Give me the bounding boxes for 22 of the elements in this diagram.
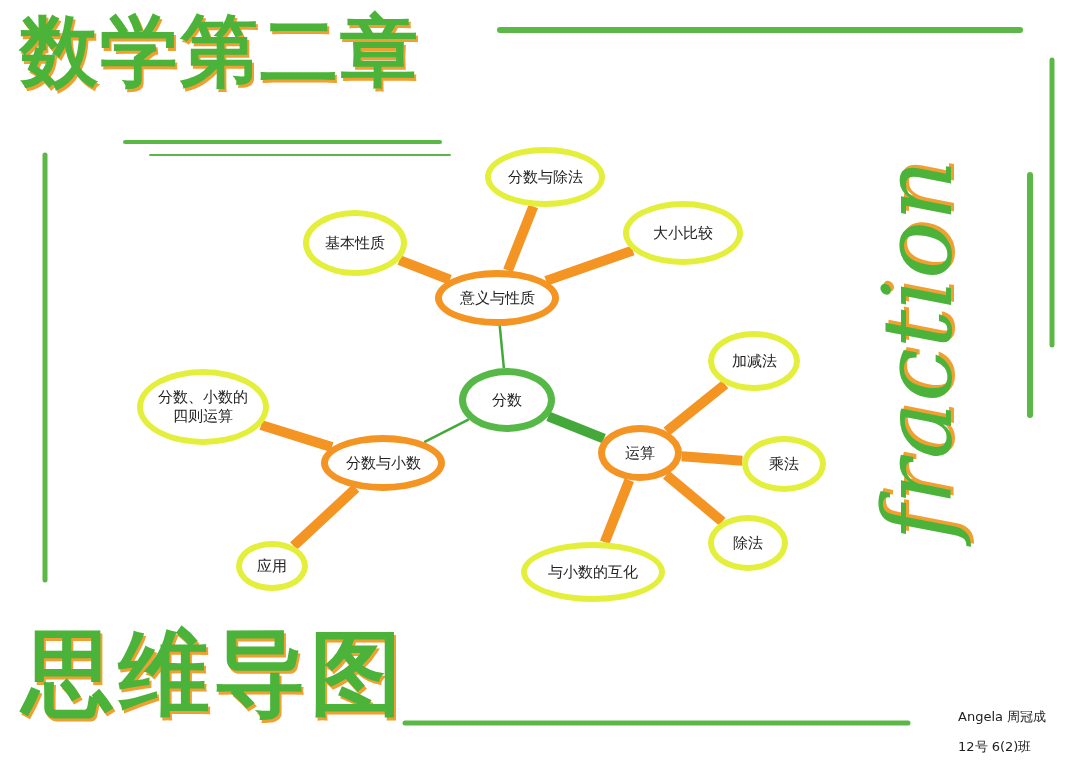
topic-ellipse: 基本性质 xyxy=(303,210,407,276)
topic-ellipse: 分数、小数的四则运算 xyxy=(137,369,269,445)
branch-ellipse: 意义与性质 xyxy=(435,270,559,326)
branch-ellipse: 分数与小数 xyxy=(321,435,445,491)
connector-line xyxy=(681,451,743,466)
topic-ellipse: 分数与除法 xyxy=(485,147,605,207)
connector-line xyxy=(546,411,606,444)
topic-ellipse: 大小比较 xyxy=(623,201,743,265)
title: 数学第二章 xyxy=(20,12,420,90)
topic-ellipse: 加减法 xyxy=(708,331,800,391)
connector-line xyxy=(663,471,726,526)
vertical-word: fraction xyxy=(870,80,970,620)
signature-text: 12号 6(2)班 xyxy=(958,738,1032,756)
connector-line xyxy=(498,325,506,369)
connector-line xyxy=(397,255,452,285)
topic-ellipse: 除法 xyxy=(708,515,788,571)
branch-ellipse: 运算 xyxy=(598,425,682,481)
central-ellipse: 分数 xyxy=(459,368,555,432)
topic-ellipse: 应用 xyxy=(236,541,308,591)
topic-ellipse: 乘法 xyxy=(742,436,826,492)
topic-ellipse: 与小数的互化 xyxy=(521,542,665,602)
signature-text: Angela 周冠成 xyxy=(958,708,1047,726)
